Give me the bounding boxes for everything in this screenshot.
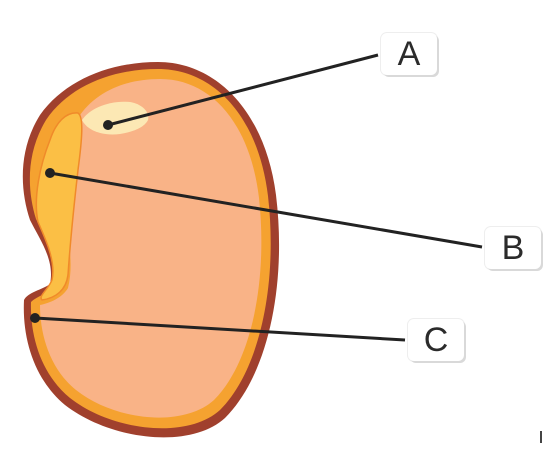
marker-dot-c: [30, 313, 40, 323]
label-b: B: [485, 227, 541, 269]
label-a: A: [381, 33, 437, 75]
label-c: C: [408, 319, 464, 361]
plumule: [82, 101, 149, 135]
leader-line-a: [107, 53, 379, 127]
cotyledon: [40, 79, 262, 418]
leader-line-c: [34, 316, 406, 342]
marker-dot-b: [45, 168, 55, 178]
radicle: [35, 112, 83, 301]
leader-line-b: [49, 171, 483, 249]
marker-dot-a: [103, 120, 113, 130]
corner-mark: [540, 431, 542, 443]
